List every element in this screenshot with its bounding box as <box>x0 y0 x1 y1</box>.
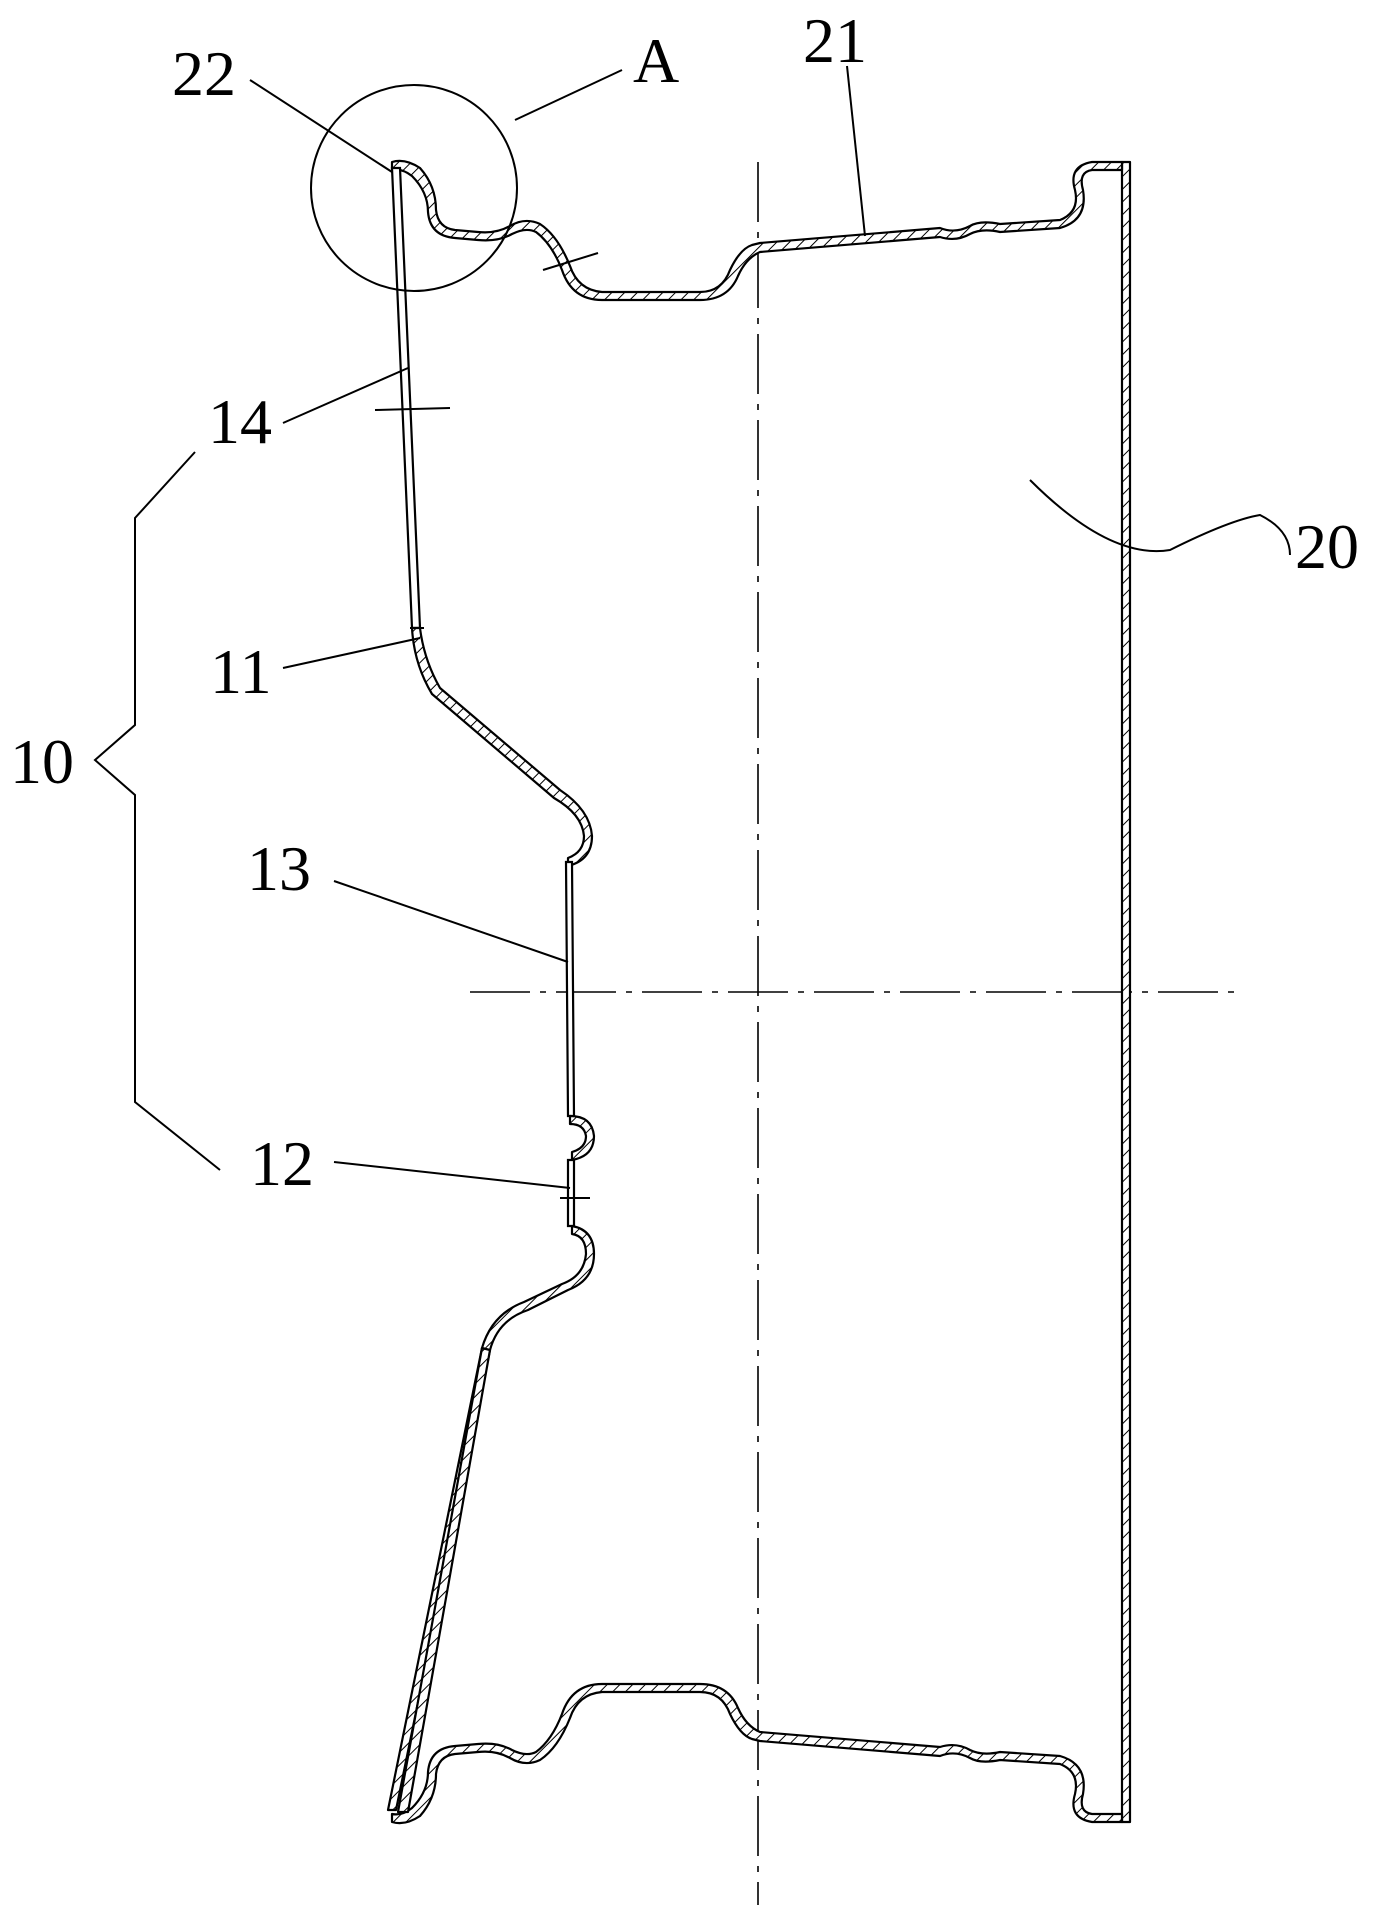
lower-rim-profile <box>390 1682 1124 1825</box>
spoke-section-mark <box>374 407 451 411</box>
label-14: 14 <box>208 386 272 457</box>
hub-lower-wall <box>566 1158 576 1228</box>
leader-a <box>514 69 623 121</box>
label-11: 11 <box>210 636 272 707</box>
upper-spoke-wall <box>390 166 422 630</box>
leader-21 <box>846 65 866 237</box>
detail-circle-a <box>310 84 518 292</box>
disc-upper-flange <box>410 626 594 868</box>
rim-barrel-wall <box>1120 160 1132 1824</box>
hub-bolt-bead <box>568 1114 596 1162</box>
bracket-10 <box>93 451 221 1171</box>
lower-spoke-wall <box>396 1346 492 1814</box>
label-12: 12 <box>250 1128 314 1199</box>
rim-section-mark <box>542 252 599 271</box>
leader-14 <box>282 367 409 424</box>
leader-12 <box>333 1161 571 1189</box>
label-20: 20 <box>1295 511 1359 582</box>
label-21: 21 <box>803 5 867 76</box>
hub-center-wall <box>564 860 576 1118</box>
label-22: 22 <box>172 38 236 109</box>
leader-22 <box>249 79 393 173</box>
leader-20 <box>1029 479 1291 556</box>
disc-lower-flange <box>386 1224 596 1812</box>
label-10: 10 <box>10 726 74 797</box>
leader-11 <box>282 637 421 669</box>
leader-13 <box>333 880 569 963</box>
label-a: A <box>633 25 679 96</box>
label-13: 13 <box>247 833 311 904</box>
upper-rim-profile <box>390 159 1124 302</box>
